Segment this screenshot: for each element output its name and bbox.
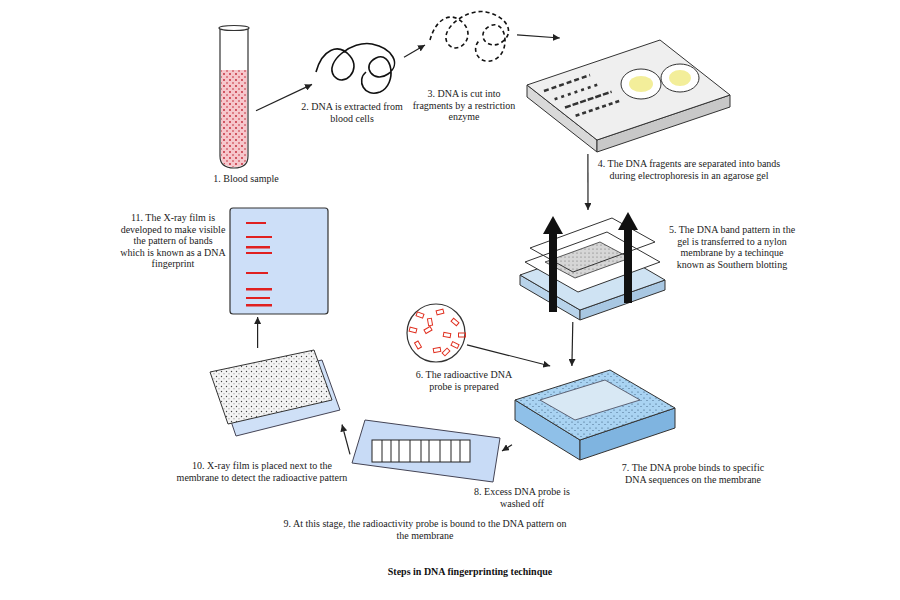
step-caption: 7. The DNA probe binds to specific DNA s… — [612, 462, 774, 485]
probe-fragment — [443, 332, 451, 337]
fingerprint-band — [246, 272, 268, 274]
band-line — [460, 440, 461, 462]
gel-bands — [555, 84, 601, 100]
dna-strand — [316, 44, 395, 94]
agarose-gel — [527, 40, 730, 140]
fingerprint-band — [246, 246, 270, 249]
fingerprint-band — [246, 252, 272, 254]
gel-dish — [621, 69, 661, 99]
step-figure: 11. The X-ray film is developed to make … — [228, 205, 330, 317]
band-lines — [382, 440, 460, 462]
step-caption: 3. DNA is cut into fragments by a restri… — [412, 88, 516, 123]
transfer-arrow — [549, 232, 557, 312]
figure-caption: Steps in DNA fingerprinting techinque — [300, 566, 640, 577]
bath-membrane — [540, 380, 640, 420]
band-pattern — [372, 440, 470, 462]
fingerprint-band — [246, 236, 272, 238]
band-line — [391, 440, 392, 462]
fingerprint-band — [246, 288, 272, 291]
step-caption: 4. The DNA fragents are separated into b… — [594, 158, 784, 181]
step-figure: 4. The DNA fragents are separated into b… — [522, 38, 732, 154]
step-arrow — [517, 35, 560, 38]
probe-fragment — [424, 327, 432, 334]
fingerprint-band — [246, 297, 270, 299]
band-line — [410, 440, 411, 462]
step-arrow — [587, 154, 588, 210]
step-figure: 1. Blood sample — [212, 22, 256, 170]
probe-bath — [515, 370, 675, 440]
petri-dish — [407, 304, 465, 362]
step-arrow — [257, 317, 258, 348]
step-figure: 5. The DNA band pattern in the gel is tr… — [515, 210, 667, 322]
band-line — [399, 440, 400, 462]
step-caption: 9. At this stage, the radioactivity prob… — [282, 518, 568, 541]
band-line — [382, 440, 383, 462]
step-figure: 7. The DNA probe binds to specific DNA s… — [512, 366, 678, 462]
fingerprint-band — [246, 222, 266, 224]
tube-rim — [219, 26, 249, 31]
probe-fragment — [427, 318, 432, 326]
transfer-arrow — [543, 216, 563, 234]
step-arrow — [502, 445, 512, 451]
fingerprint-band — [246, 304, 272, 307]
step-figure: 3. DNA is cut into fragments by a restri… — [425, 2, 517, 80]
blot-gel-layer — [525, 232, 660, 292]
band-line — [421, 440, 422, 462]
step-figure: 10. X-ray film is placed next to the mem… — [208, 348, 342, 438]
probe-fragment — [416, 312, 424, 318]
probe-fragment — [409, 327, 417, 333]
step-caption: 5. The DNA band pattern in the gel is tr… — [668, 224, 796, 270]
washed-membrane — [352, 420, 500, 482]
probe-fragment — [442, 348, 450, 356]
probe-fragment — [415, 341, 422, 349]
step-arrow — [467, 345, 550, 366]
step-caption: 11. The X-ray film is developed to make … — [120, 212, 226, 270]
step-caption: 10. X-ray film is placed next to the mem… — [176, 460, 348, 483]
step-caption: 2. DNA is extracted from blood cells — [300, 101, 404, 124]
step-arrow — [571, 322, 573, 366]
transfer-arrow — [618, 212, 638, 230]
blood-sample — [221, 70, 247, 167]
gel-stain — [629, 76, 653, 92]
probe-fragment — [436, 309, 444, 315]
gel-bands — [576, 100, 622, 116]
developed-film — [230, 208, 328, 314]
step-figure: 2. DNA is extracted from blood cells — [312, 30, 404, 98]
step-caption: 6. The radioactive DNA probe is prepared — [404, 369, 524, 392]
x-ray-film — [210, 350, 332, 424]
probe-fragment — [451, 318, 459, 326]
blot-gel-strip — [545, 242, 630, 278]
gel-stain — [669, 70, 691, 86]
step-figure: 6. The radioactive DNA probe is prepared — [405, 302, 467, 364]
band-line — [440, 440, 441, 462]
probe-fragment — [451, 342, 459, 349]
probe-fragment — [459, 333, 466, 337]
step-arrow — [404, 45, 425, 57]
fingerprint-bands — [246, 222, 272, 307]
transfer-arrow — [624, 228, 632, 303]
gel-dish — [661, 64, 699, 92]
step-arrow — [342, 425, 350, 455]
test-tube — [220, 28, 248, 168]
probe-fragment — [433, 347, 441, 352]
step-caption: 1. Blood sample — [196, 173, 296, 185]
probe-fragments — [409, 309, 465, 356]
step-caption: 8. Excess DNA probe is washed off — [474, 486, 570, 509]
band-line — [451, 440, 452, 462]
band-line — [429, 440, 430, 462]
step-figure: 8. Excess DNA probe is washed off9. At t… — [350, 418, 502, 484]
dna-fragments — [430, 12, 509, 62]
